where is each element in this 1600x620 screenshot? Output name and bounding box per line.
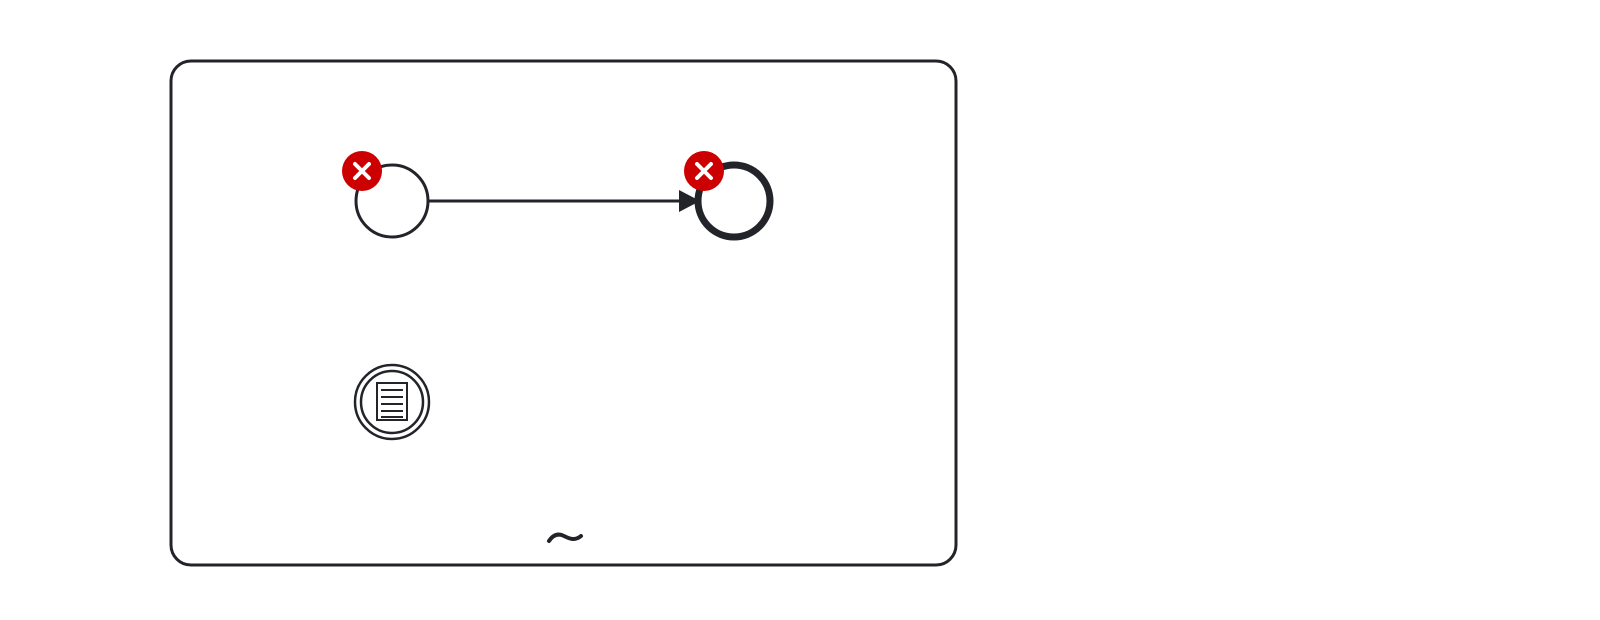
ad-hoc-subprocess[interactable] [169,59,958,567]
sequence-flow[interactable] [428,190,700,212]
close-x-icon [695,162,713,180]
arrowhead-icon [679,190,700,212]
intermediate-event[interactable] [353,363,431,441]
close-x-icon [353,162,371,180]
start-event-error-badge[interactable] [342,151,382,191]
ad-hoc-marker-icon [547,532,583,543]
end-event-error-badge[interactable] [684,151,724,191]
document-lines-icon [376,382,408,421]
